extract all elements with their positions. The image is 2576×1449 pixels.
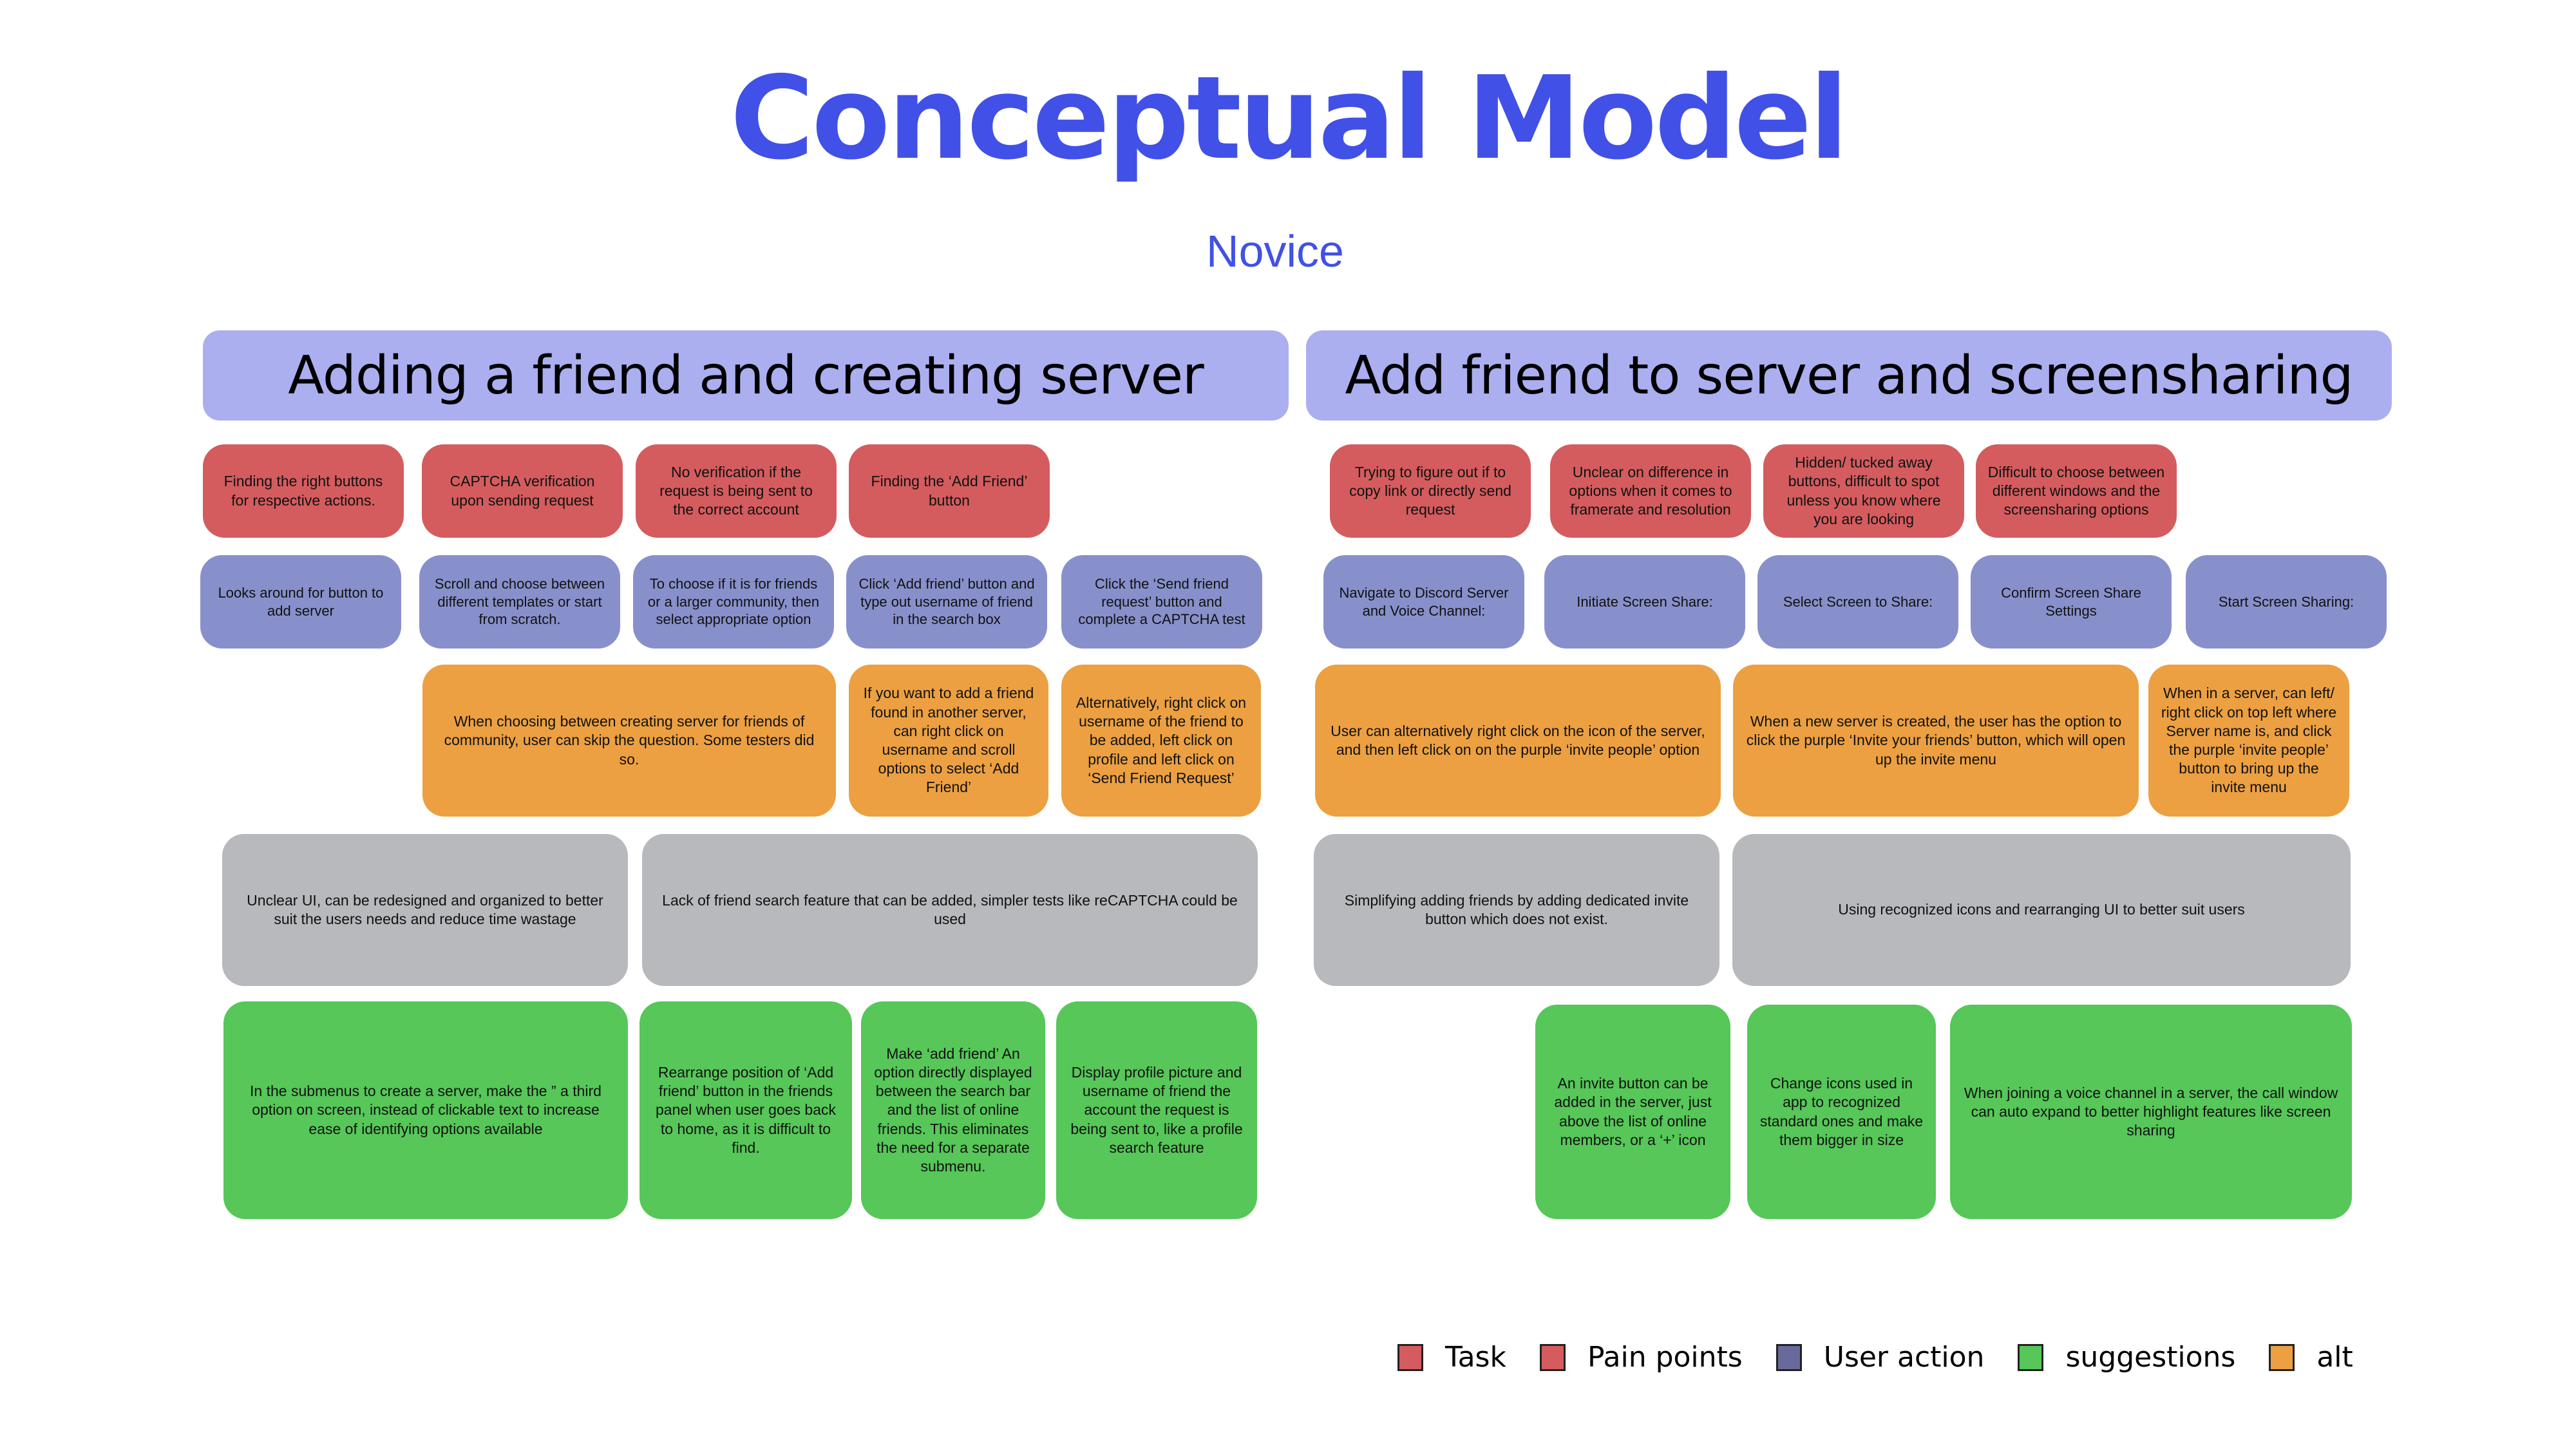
suggestion-card: An invite button can be added in the ser… [1535, 1005, 1730, 1219]
task-card: Finding the right buttons for respective… [203, 444, 404, 538]
alt-card: When choosing between creating server fo… [422, 665, 836, 817]
alt-card: When in a server, can left/ right click … [2148, 665, 2349, 817]
section-header-adding-friend-creating-server: Adding a friend and creating server [203, 330, 1289, 421]
user-action-card: Scroll and choose between different temp… [419, 555, 620, 649]
legend-item-task: Task [1397, 1341, 1506, 1374]
user-action-card: Confirm Screen Share Settings [1971, 555, 2172, 649]
legend-label: alt [2316, 1341, 2353, 1374]
legend: Task Pain points User action suggestions… [1397, 1341, 2387, 1374]
legend-item-suggestions: suggestions [2018, 1341, 2235, 1374]
task-card: Hidden/ tucked away buttons, difficult t… [1763, 444, 1964, 538]
task-card: Finding the ‘Add Friend’ button [849, 444, 1050, 538]
legend-label: Pain points [1587, 1341, 1743, 1374]
task-card: Unclear on difference in options when it… [1550, 444, 1751, 538]
alt-card: When a new server is created, the user h… [1733, 665, 2139, 817]
legend-label: Task [1445, 1341, 1506, 1374]
legend-swatch-task [1397, 1343, 1423, 1371]
legend-swatch-suggestions [2018, 1343, 2044, 1371]
pain-point-card: Lack of friend search feature that can b… [642, 834, 1258, 986]
user-action-card: Start Screen Sharing: [2186, 555, 2387, 649]
pain-point-card: Unclear UI, can be redesigned and organi… [222, 834, 628, 986]
suggestion-card: Display profile picture and username of … [1056, 1001, 1257, 1219]
legend-label: suggestions [2065, 1341, 2236, 1374]
legend-swatch-pain-points [1539, 1343, 1566, 1371]
legend-item-user-action: User action [1776, 1341, 1985, 1374]
alt-card: User can alternatively right click on th… [1315, 665, 1721, 817]
pain-point-card: Using recognized icons and rearranging U… [1732, 834, 2351, 986]
legend-item-pain-points: Pain points [1539, 1341, 1743, 1374]
legend-swatch-alt [2269, 1343, 2295, 1371]
suggestion-card: Change icons used in app to recognized s… [1747, 1005, 1936, 1219]
page-subtitle: Novice [1206, 226, 1344, 276]
user-action-card: Click ‘Add friend’ button and type out u… [846, 555, 1047, 649]
suggestion-card: Rearrange position of ‘Add friend’ butto… [639, 1001, 852, 1219]
task-card: Difficult to choose between different wi… [1976, 444, 2177, 538]
suggestion-card: In the submenus to create a server, make… [223, 1001, 628, 1219]
task-card: Trying to figure out if to copy link or … [1330, 444, 1531, 538]
user-action-card: Select Screen to Share: [1757, 555, 1958, 649]
user-action-card: Navigate to Discord Server and Voice Cha… [1323, 555, 1524, 649]
suggestion-card: Make ‘add friend’ An option directly dis… [861, 1001, 1045, 1219]
user-action-card: Initiate Screen Share: [1544, 555, 1745, 649]
user-action-card: Click the ‘Send friend request’ button a… [1061, 555, 1262, 649]
suggestion-card: When joining a voice channel in a server… [1950, 1005, 2352, 1219]
task-card: No verification if the request is being … [636, 444, 837, 538]
user-action-card: Looks around for button to add server [200, 555, 401, 649]
page-title: Conceptual Model [730, 52, 1849, 185]
section-header-add-friend-screensharing: Add friend to server and screensharing [1306, 330, 2392, 421]
user-action-card: To choose if it is for friends or a larg… [633, 555, 834, 649]
task-card: CAPTCHA verification upon sending reques… [422, 444, 623, 538]
legend-label: User action [1823, 1341, 1985, 1374]
legend-swatch-user-action [1776, 1343, 1802, 1371]
legend-item-alt: alt [2269, 1341, 2353, 1374]
alt-card: If you want to add a friend found in ano… [849, 665, 1048, 817]
alt-card: Alternatively, right click on username o… [1061, 665, 1261, 817]
pain-point-card: Simplifying adding friends by adding ded… [1314, 834, 1719, 986]
